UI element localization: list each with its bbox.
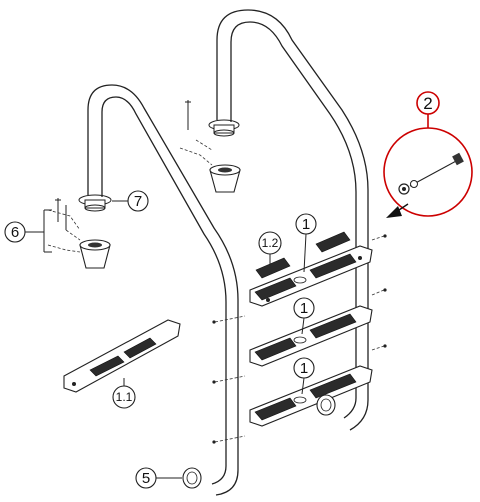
callout-1-2: 1.2 bbox=[258, 231, 282, 264]
callout-1b-label: 1 bbox=[300, 300, 308, 317]
loose-tread-12 bbox=[255, 231, 351, 279]
step-fasteners bbox=[212, 234, 387, 444]
step-top bbox=[249, 245, 373, 307]
callout-1c-label: 1 bbox=[300, 360, 308, 377]
handrail-left bbox=[87, 84, 239, 496]
callout-1-1: 1.1 bbox=[112, 378, 136, 409]
callout-1-top: 1 bbox=[295, 213, 317, 273]
anchor-bolts-right bbox=[179, 100, 213, 166]
callout-6: 6 bbox=[4, 221, 26, 243]
bolt-detail bbox=[383, 112, 473, 217]
callout-12-label: 1.2 bbox=[262, 236, 279, 250]
direction-arrow bbox=[386, 203, 409, 218]
detached-step-11 bbox=[63, 319, 181, 393]
end-cap-right bbox=[316, 394, 336, 416]
callout-1-middle: 1 bbox=[293, 297, 315, 335]
callout-2: 2 bbox=[416, 91, 440, 115]
callout-7: 7 bbox=[112, 190, 149, 212]
callout-1-bottom: 1 bbox=[293, 357, 315, 395]
callout-5: 5 bbox=[135, 467, 182, 489]
anchor-cup-left bbox=[79, 239, 111, 269]
callout-5-label: 5 bbox=[142, 470, 150, 487]
handrail-right bbox=[216, 9, 369, 431]
escutcheon-top-left bbox=[78, 194, 112, 212]
step-middle bbox=[249, 305, 373, 367]
callout-2-label: 2 bbox=[423, 94, 432, 113]
step-bottom bbox=[249, 365, 373, 427]
callout-11-label: 1.1 bbox=[116, 390, 133, 404]
end-cap-left bbox=[182, 467, 202, 489]
anchor-cup-right bbox=[209, 164, 241, 193]
escutcheon-top-right bbox=[208, 119, 240, 137]
callout-1a-label: 1 bbox=[302, 216, 310, 233]
leader-6 bbox=[24, 209, 52, 253]
callout-6-label: 6 bbox=[11, 224, 19, 241]
callout-7-label: 7 bbox=[134, 193, 142, 210]
anchor-bolts-left bbox=[47, 198, 81, 253]
